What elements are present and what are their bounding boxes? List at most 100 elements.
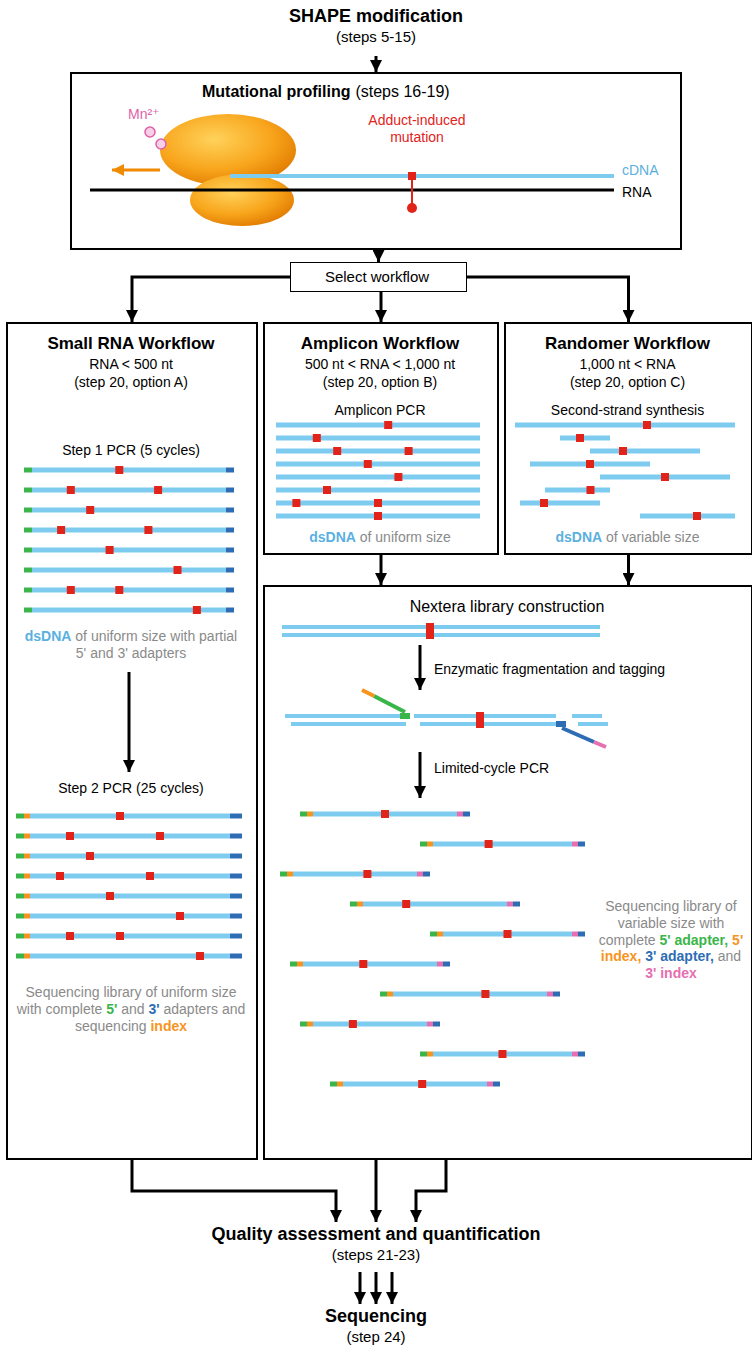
mutation-mark [363, 870, 371, 878]
label-text: Small RNA Workflow [8, 334, 254, 354]
label-text: Nextera library construction [265, 597, 749, 616]
strand [363, 902, 507, 907]
connector [628, 555, 629, 585]
label-text: (step 24) [276, 1328, 476, 1346]
strand [313, 1022, 427, 1027]
strand [24, 834, 30, 839]
flow-arrow [419, 645, 422, 690]
label-text: dsDNA of variable size [506, 529, 749, 546]
strand [350, 902, 357, 907]
strand [24, 954, 30, 959]
strand [226, 488, 234, 493]
strand [32, 548, 226, 553]
mutation-mark [144, 526, 152, 534]
strand [343, 1082, 487, 1087]
label-text: SHAPE modification [226, 6, 526, 28]
connector [376, 56, 377, 72]
mutation-mark [540, 499, 548, 507]
mutation-mark [196, 952, 204, 960]
adduct-stem [411, 178, 413, 204]
mutation-mark [576, 434, 584, 442]
tag [594, 742, 606, 747]
label-text: (step 20, option A) [8, 374, 254, 391]
strand [393, 992, 547, 997]
strand [230, 874, 242, 879]
label-text: Amplicon Workflow [265, 334, 495, 354]
label-text: Step 1 PCR (5 cycles) [8, 442, 254, 459]
workflow-box: Small RNA WorkflowRNA < 500 nt(step 20, … [6, 322, 258, 1160]
strand [24, 894, 30, 899]
strand [30, 914, 230, 919]
label-text: Sequencing [276, 1306, 476, 1328]
strand [330, 1082, 337, 1087]
connector [132, 1160, 336, 1222]
connector [467, 277, 629, 322]
strand [433, 1022, 440, 1027]
strand [437, 962, 443, 967]
strand [24, 588, 32, 593]
label-text: Sequencing library of uniform size with … [16, 984, 246, 1034]
strand-drawings [16, 114, 735, 1088]
connector-line [375, 1160, 378, 1222]
strand [276, 462, 480, 467]
label-text: Limited-cycle PCR [434, 760, 549, 777]
strand [380, 992, 387, 997]
tag [374, 696, 405, 712]
connector-line [375, 1272, 378, 1304]
strand [280, 872, 287, 877]
mutation-mark [116, 932, 124, 940]
connector-line [359, 1272, 362, 1304]
label-text: (step 20, option C) [506, 374, 749, 391]
mutation-mark [56, 872, 64, 880]
strand [30, 834, 230, 839]
strand [515, 423, 735, 428]
mutation-mark [418, 1080, 426, 1088]
ion [145, 127, 155, 137]
process-box: Nextera library constructionEnzymatic fr… [263, 585, 752, 1160]
strand [572, 932, 578, 937]
connector-line [132, 277, 290, 322]
strand [16, 894, 24, 899]
connector-line [467, 277, 629, 322]
mutation-mark [106, 546, 114, 554]
mutation-mark [106, 892, 114, 900]
strand [24, 568, 32, 573]
strand [226, 508, 234, 513]
strand [24, 488, 32, 493]
strand [357, 902, 363, 907]
strand [493, 1082, 500, 1087]
label-text: Select workflow [291, 268, 463, 286]
step-heading: SHAPE modification(steps 5-15) [226, 4, 526, 54]
strand [572, 1052, 578, 1057]
process-box: Mutational profiling(steps 16-19)Mn²⁺Add… [70, 72, 682, 250]
strand [230, 914, 242, 919]
strand [24, 528, 32, 533]
label-text: Mutational profiling [202, 82, 350, 101]
strand [285, 714, 400, 718]
connector-line [380, 292, 383, 322]
strand [290, 962, 297, 967]
decision-box: Select workflow [290, 262, 467, 292]
strand [297, 962, 303, 967]
strand [16, 854, 24, 859]
label-text: dsDNA of uniform size [265, 529, 495, 546]
strand [24, 914, 30, 919]
strand [30, 894, 230, 899]
strand [16, 874, 24, 879]
mutation-mark [323, 486, 331, 494]
strand [230, 934, 242, 939]
mutation-mark [116, 812, 124, 820]
strand [226, 548, 234, 553]
strand [24, 508, 32, 513]
connector [381, 292, 382, 322]
label-text: Enzymatic fragmentation and tagging [434, 661, 665, 678]
strand [578, 722, 608, 726]
strand [513, 902, 520, 907]
mutation-mark [408, 172, 416, 180]
strand [578, 932, 585, 937]
label-text: 1,000 nt < RNA [506, 356, 749, 373]
connector-line [380, 555, 383, 585]
mutation-mark [476, 720, 484, 728]
strand [293, 872, 417, 877]
